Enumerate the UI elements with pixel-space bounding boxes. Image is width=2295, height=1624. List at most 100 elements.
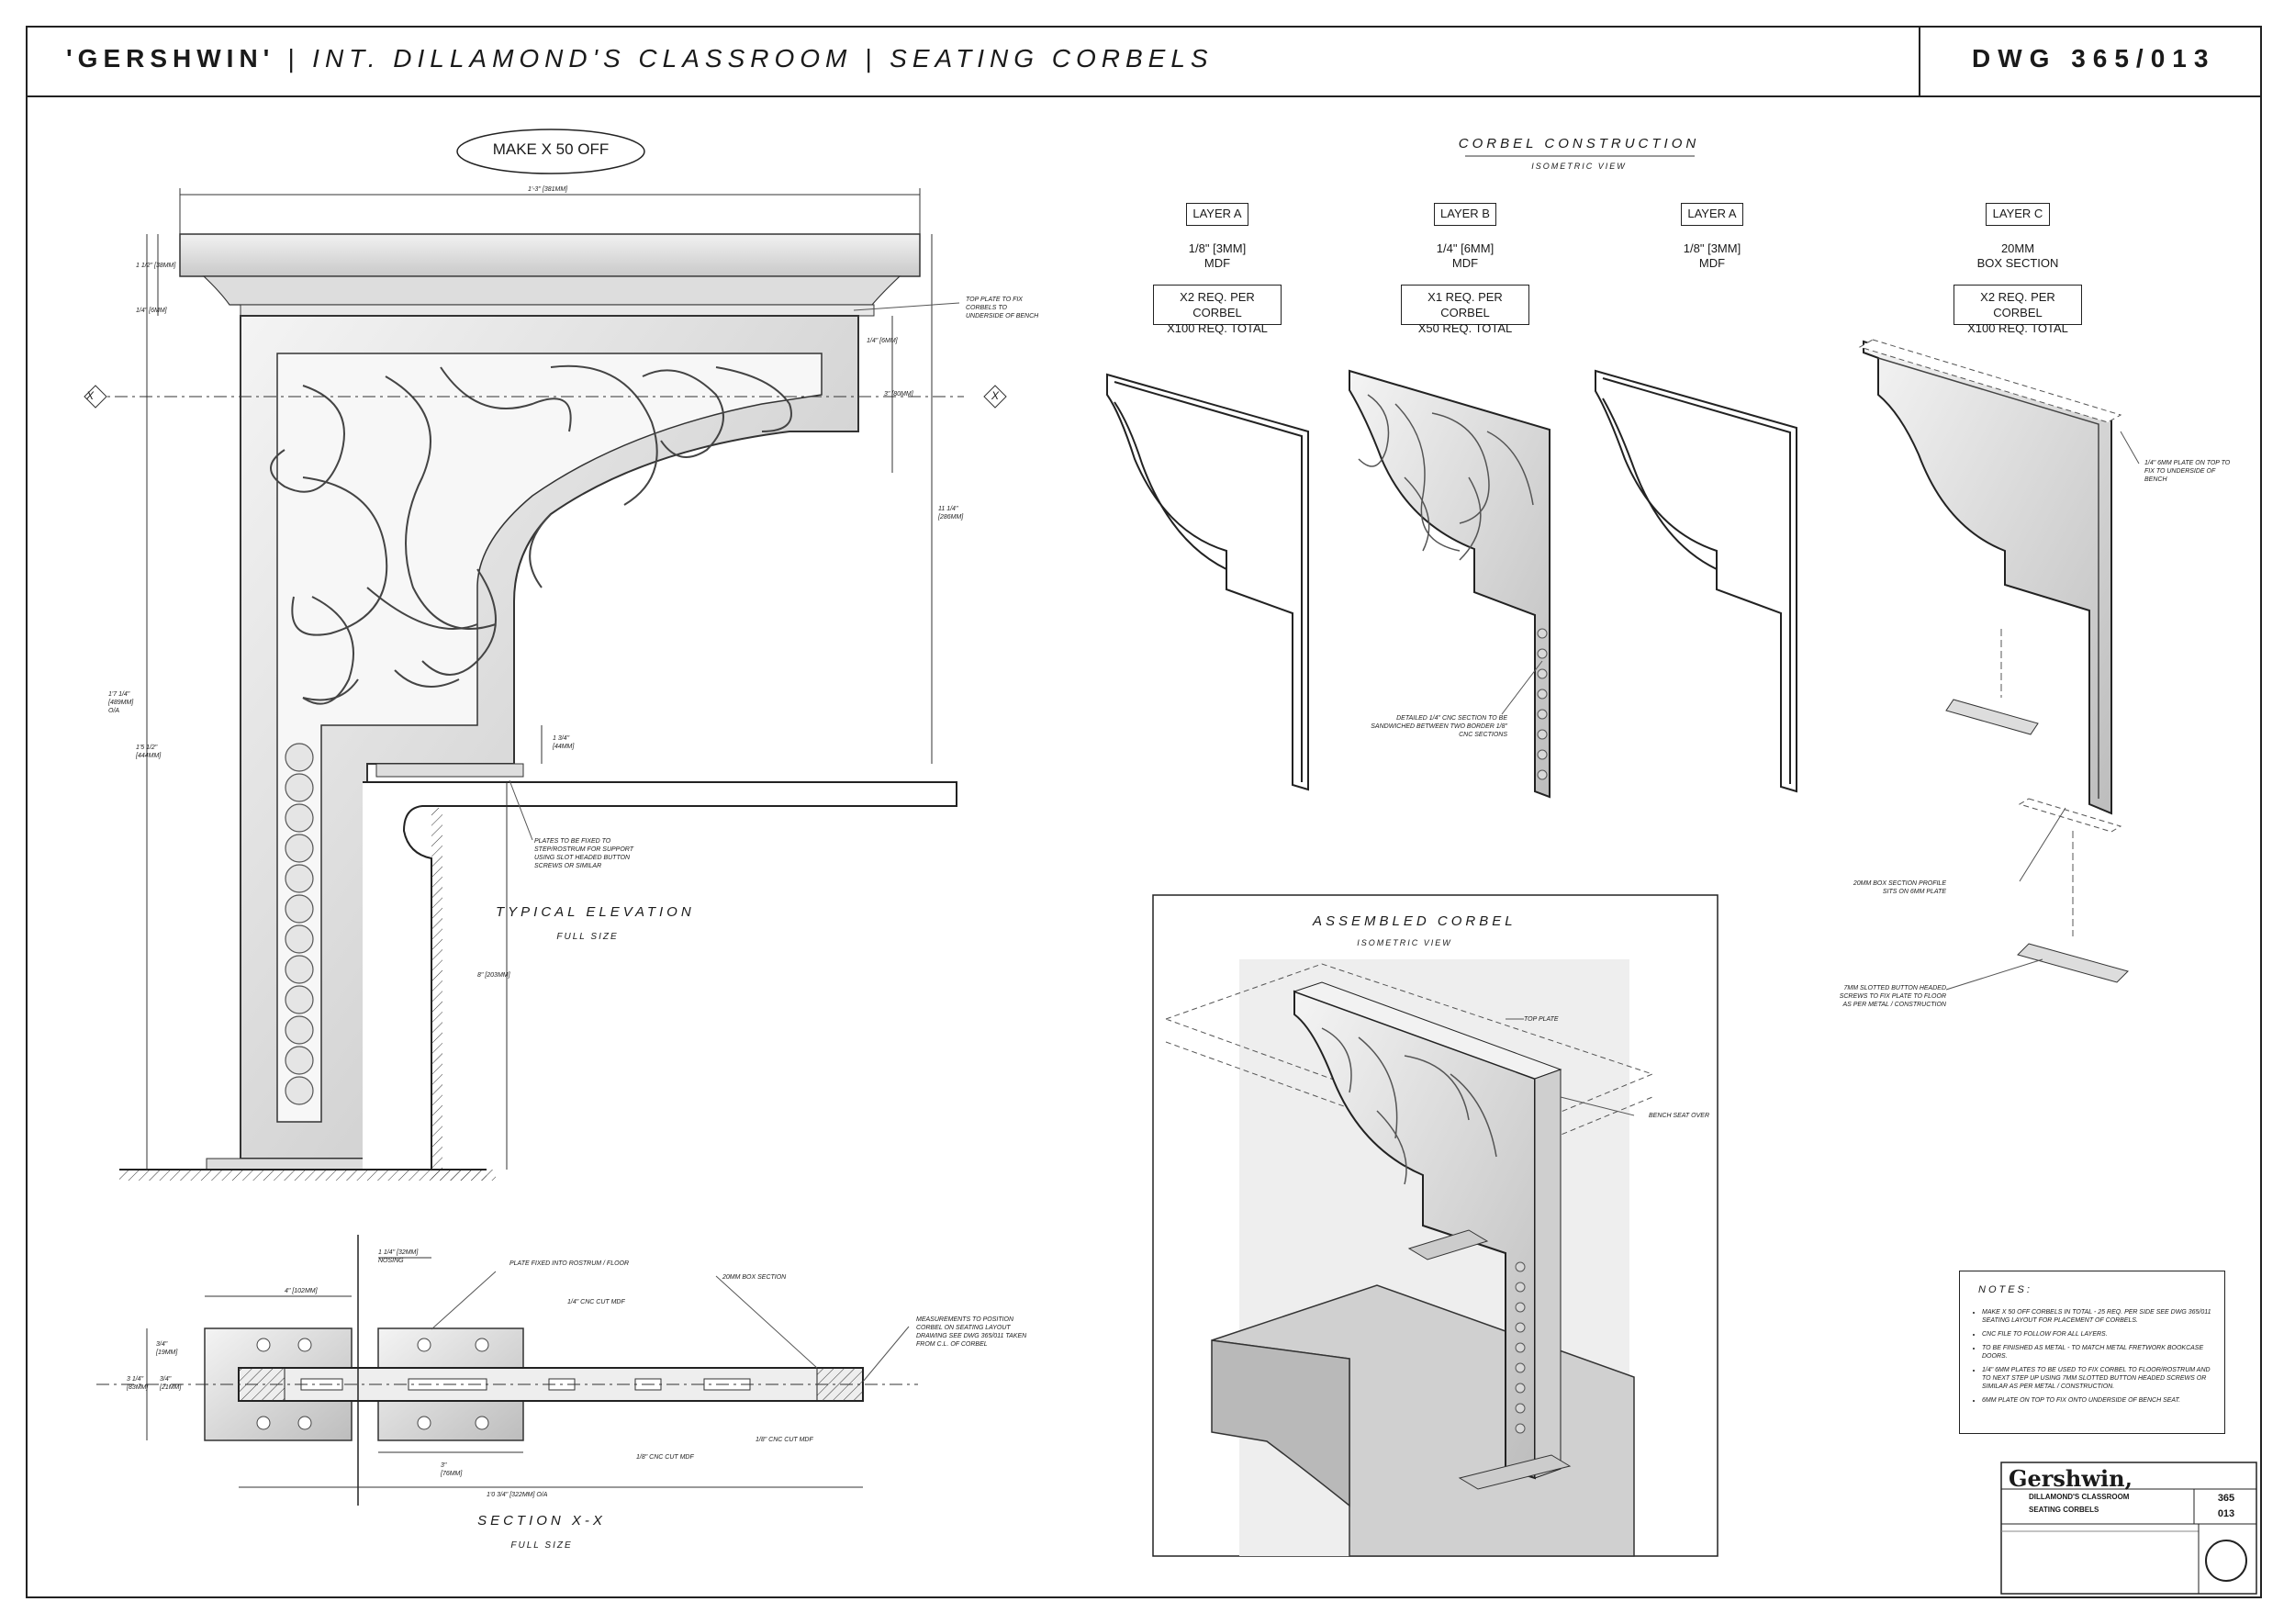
section-x-x — [96, 1235, 918, 1506]
make-quantity-oval — [456, 129, 645, 174]
notes-heading: NOTES: — [1978, 1284, 2032, 1295]
section-scale: FULL SIZE — [510, 1540, 573, 1551]
dim-rostrum: 8" [203MM] — [477, 972, 510, 979]
make-quantity-label: MAKE X 50 OFF — [492, 140, 610, 158]
note-box-section: 20MM BOX SECTION — [722, 1274, 787, 1281]
assembled-view: ISOMETRIC VIEW — [1357, 938, 1452, 947]
layer-c-req1: X2 REQ. PER CORBEL — [1980, 290, 2055, 319]
dim-top-width: 1'-3" [381MM] — [528, 186, 568, 193]
show-name: 'GERSHWIN' — [66, 44, 275, 73]
layer-a-left-req: X2 REQ. PER CORBEL X100 REQ. TOTAL — [1153, 285, 1282, 335]
title-block-set-no: 365 — [2217, 1493, 2235, 1504]
fretwork-scrolls — [270, 364, 792, 705]
layer-a-left-material: MDF — [1203, 256, 1231, 270]
dim-top-thickness: 1 1/2" [38MM] — [136, 263, 176, 269]
bench-top — [179, 233, 921, 277]
dim-mid: 3 1/4" [83MM] — [127, 1376, 149, 1391]
layer-a-right-outline — [1595, 369, 1797, 793]
dim-overall-height: 1'7 1/4" [489MM] O/A — [108, 691, 134, 714]
bench-nosing — [202, 275, 901, 306]
note-item: MAKE X 50 OFF CORBELS IN TOTAL - 25 REQ.… — [1982, 1308, 2221, 1325]
layer-a-right-tag: LAYER A — [1681, 203, 1743, 226]
layer-c-req2: X100 REQ. TOTAL — [1967, 321, 2068, 335]
note-bench-seat: BENCH SEAT OVER — [1649, 1113, 1709, 1119]
drawing-frame — [26, 26, 2262, 1598]
screw-holes — [256, 1338, 489, 1430]
layer-a-left-req1: X2 REQ. PER CORBEL — [1180, 290, 1255, 319]
construction-caption: CORBEL CONSTRUCTION — [1458, 136, 1700, 151]
layer-c-box-section — [1858, 339, 2129, 983]
layer-b-tag: LAYER B — [1434, 203, 1496, 226]
note-top-plate-iso: 1/4" 6MM PLATE ON TOP TO FIX TO UNDERSID… — [2144, 460, 2231, 483]
layer-c-material: BOX SECTION — [1976, 256, 2059, 270]
note-item: 6MM PLATE ON TOP TO FIX ONTO UNDERSIDE O… — [1982, 1396, 2221, 1405]
layer-a-left-tag: LAYER A — [1186, 203, 1248, 226]
dim-lower-height: 1'5 1/2" [444MM] — [136, 745, 162, 759]
section-marker-right-label: X — [991, 389, 999, 402]
note-item: 1/4" 6MM PLATES TO BE USED TO FIX CORBEL… — [1982, 1366, 2221, 1391]
corbel-construction — [1106, 155, 2129, 983]
layer-c-req: X2 REQ. PER CORBEL X100 REQ. TOTAL — [1954, 285, 2082, 335]
drawing-title: 'GERSHWIN' | INT. DILLAMOND'S CLASSROOM … — [66, 44, 1214, 73]
note-top-plate: TOP PLATE TO FIX CORBELS TO UNDERSIDE OF… — [966, 297, 1039, 319]
dim-plate-thickness: 1/4" [6MM] — [136, 308, 167, 314]
layer-a-left-outline — [1106, 373, 1309, 791]
corbel-inner-border — [276, 353, 823, 1123]
note-item: TO BE FINISHED AS METAL - TO MATCH METAL… — [1982, 1344, 2221, 1361]
typical-elevation — [84, 129, 1007, 1181]
layer-b-material: MDF — [1451, 256, 1479, 270]
floor-hatch-right — [431, 1170, 496, 1181]
note-detailed-section: DETAILED 1/4" CNC SECTION TO BE SANDWICH… — [1371, 715, 1507, 738]
section-marker-left — [84, 385, 107, 409]
title-bar — [26, 26, 2262, 97]
layer-a-right-material: MDF — [1698, 256, 1726, 270]
dim-gap: 3" [76MM] — [441, 1462, 463, 1477]
section-dimensions — [146, 1257, 863, 1488]
title-divider — [1919, 26, 1920, 97]
note-assembled-top-plate: TOP PLATE — [1524, 1016, 1559, 1023]
dim-plate-depth: 1/4" [6MM] — [867, 338, 898, 344]
floor-hatch-left — [119, 1170, 487, 1181]
construction-view: ISOMETRIC VIEW — [1531, 162, 1627, 171]
elevation-caption: TYPICAL ELEVATION — [496, 904, 695, 920]
dim-half-a: 3/4" [19MM] — [156, 1341, 178, 1356]
layer-a-left-spec: 1/8" [3MM] — [1188, 241, 1247, 255]
section-caption: SECTION X-X — [477, 1513, 606, 1529]
leader-lines — [431, 302, 2140, 1383]
section-marker-right — [983, 385, 1007, 409]
dim-plate-width: 4" [102MM] — [285, 1288, 318, 1294]
layer-b-fretwork — [1349, 369, 1551, 799]
layer-a-right-spec: 1/8" [3MM] — [1683, 241, 1741, 255]
title-block-decor — [2000, 1462, 2257, 1595]
assembled-corbel — [1152, 894, 1718, 1557]
bead-column — [285, 743, 314, 1105]
dim-nosing: 1 1/4" [32MM] NOSING — [378, 1249, 419, 1264]
dim-section-overall: 1'0 3/4" [322MM] O/A — [487, 1492, 548, 1498]
note-plate-fixed: PLATE FIXED INTO ROSTRUM / FLOOR — [509, 1260, 630, 1267]
dim-upper-height: 3" [80MM] — [884, 391, 913, 398]
top-plate — [240, 304, 875, 317]
dim-step: 1 3/4" [44MM] — [553, 735, 575, 750]
title-block-detail: SEATING CORBELS — [2029, 1506, 2099, 1514]
elevation-scale: FULL SIZE — [556, 932, 619, 942]
assembled-caption: ASSEMBLED CORBEL — [1313, 913, 1517, 929]
title-block-set: DILLAMOND'S CLASSROOM — [2029, 1493, 2130, 1501]
note-cnc-2: 1/8" CNC CUT MDF — [756, 1437, 813, 1443]
layer-a-left-req2: X100 REQ. TOTAL — [1167, 321, 1268, 335]
layer-c-tag: LAYER C — [1986, 203, 2050, 226]
layer-c-spec: 20MM — [2000, 241, 2035, 255]
note-screws: 7MM SLOTTED BUTTON HEADED SCREWS TO FIX … — [1839, 985, 1946, 1008]
note-cnc-1: 1/4" CNC CUT MDF — [567, 1299, 625, 1305]
step-plate — [375, 763, 524, 778]
dim-mid2: 3/4" [21MM] — [160, 1376, 182, 1391]
elevation-dimensions — [90, 188, 964, 1170]
section-marker-left-label: X — [85, 389, 94, 402]
layer-b-req2: X50 REQ. TOTAL — [1417, 321, 1513, 335]
title-block-drawing-no: 013 — [2217, 1508, 2235, 1519]
note-measurements: MEASUREMENTS TO POSITION CORBEL ON SEATI… — [916, 1316, 1027, 1348]
title-rest: | INT. DILLAMOND'S CLASSROOM | SEATING C… — [274, 44, 1214, 73]
note-box-profile: 20MM BOX SECTION PROFILE SITS ON 6MM PLA… — [1853, 880, 1946, 895]
note-item: CNC FILE TO FOLLOW FOR ALL LAYERS. — [1982, 1330, 2221, 1338]
layer-b-req1: X1 REQ. PER CORBEL — [1427, 290, 1503, 319]
